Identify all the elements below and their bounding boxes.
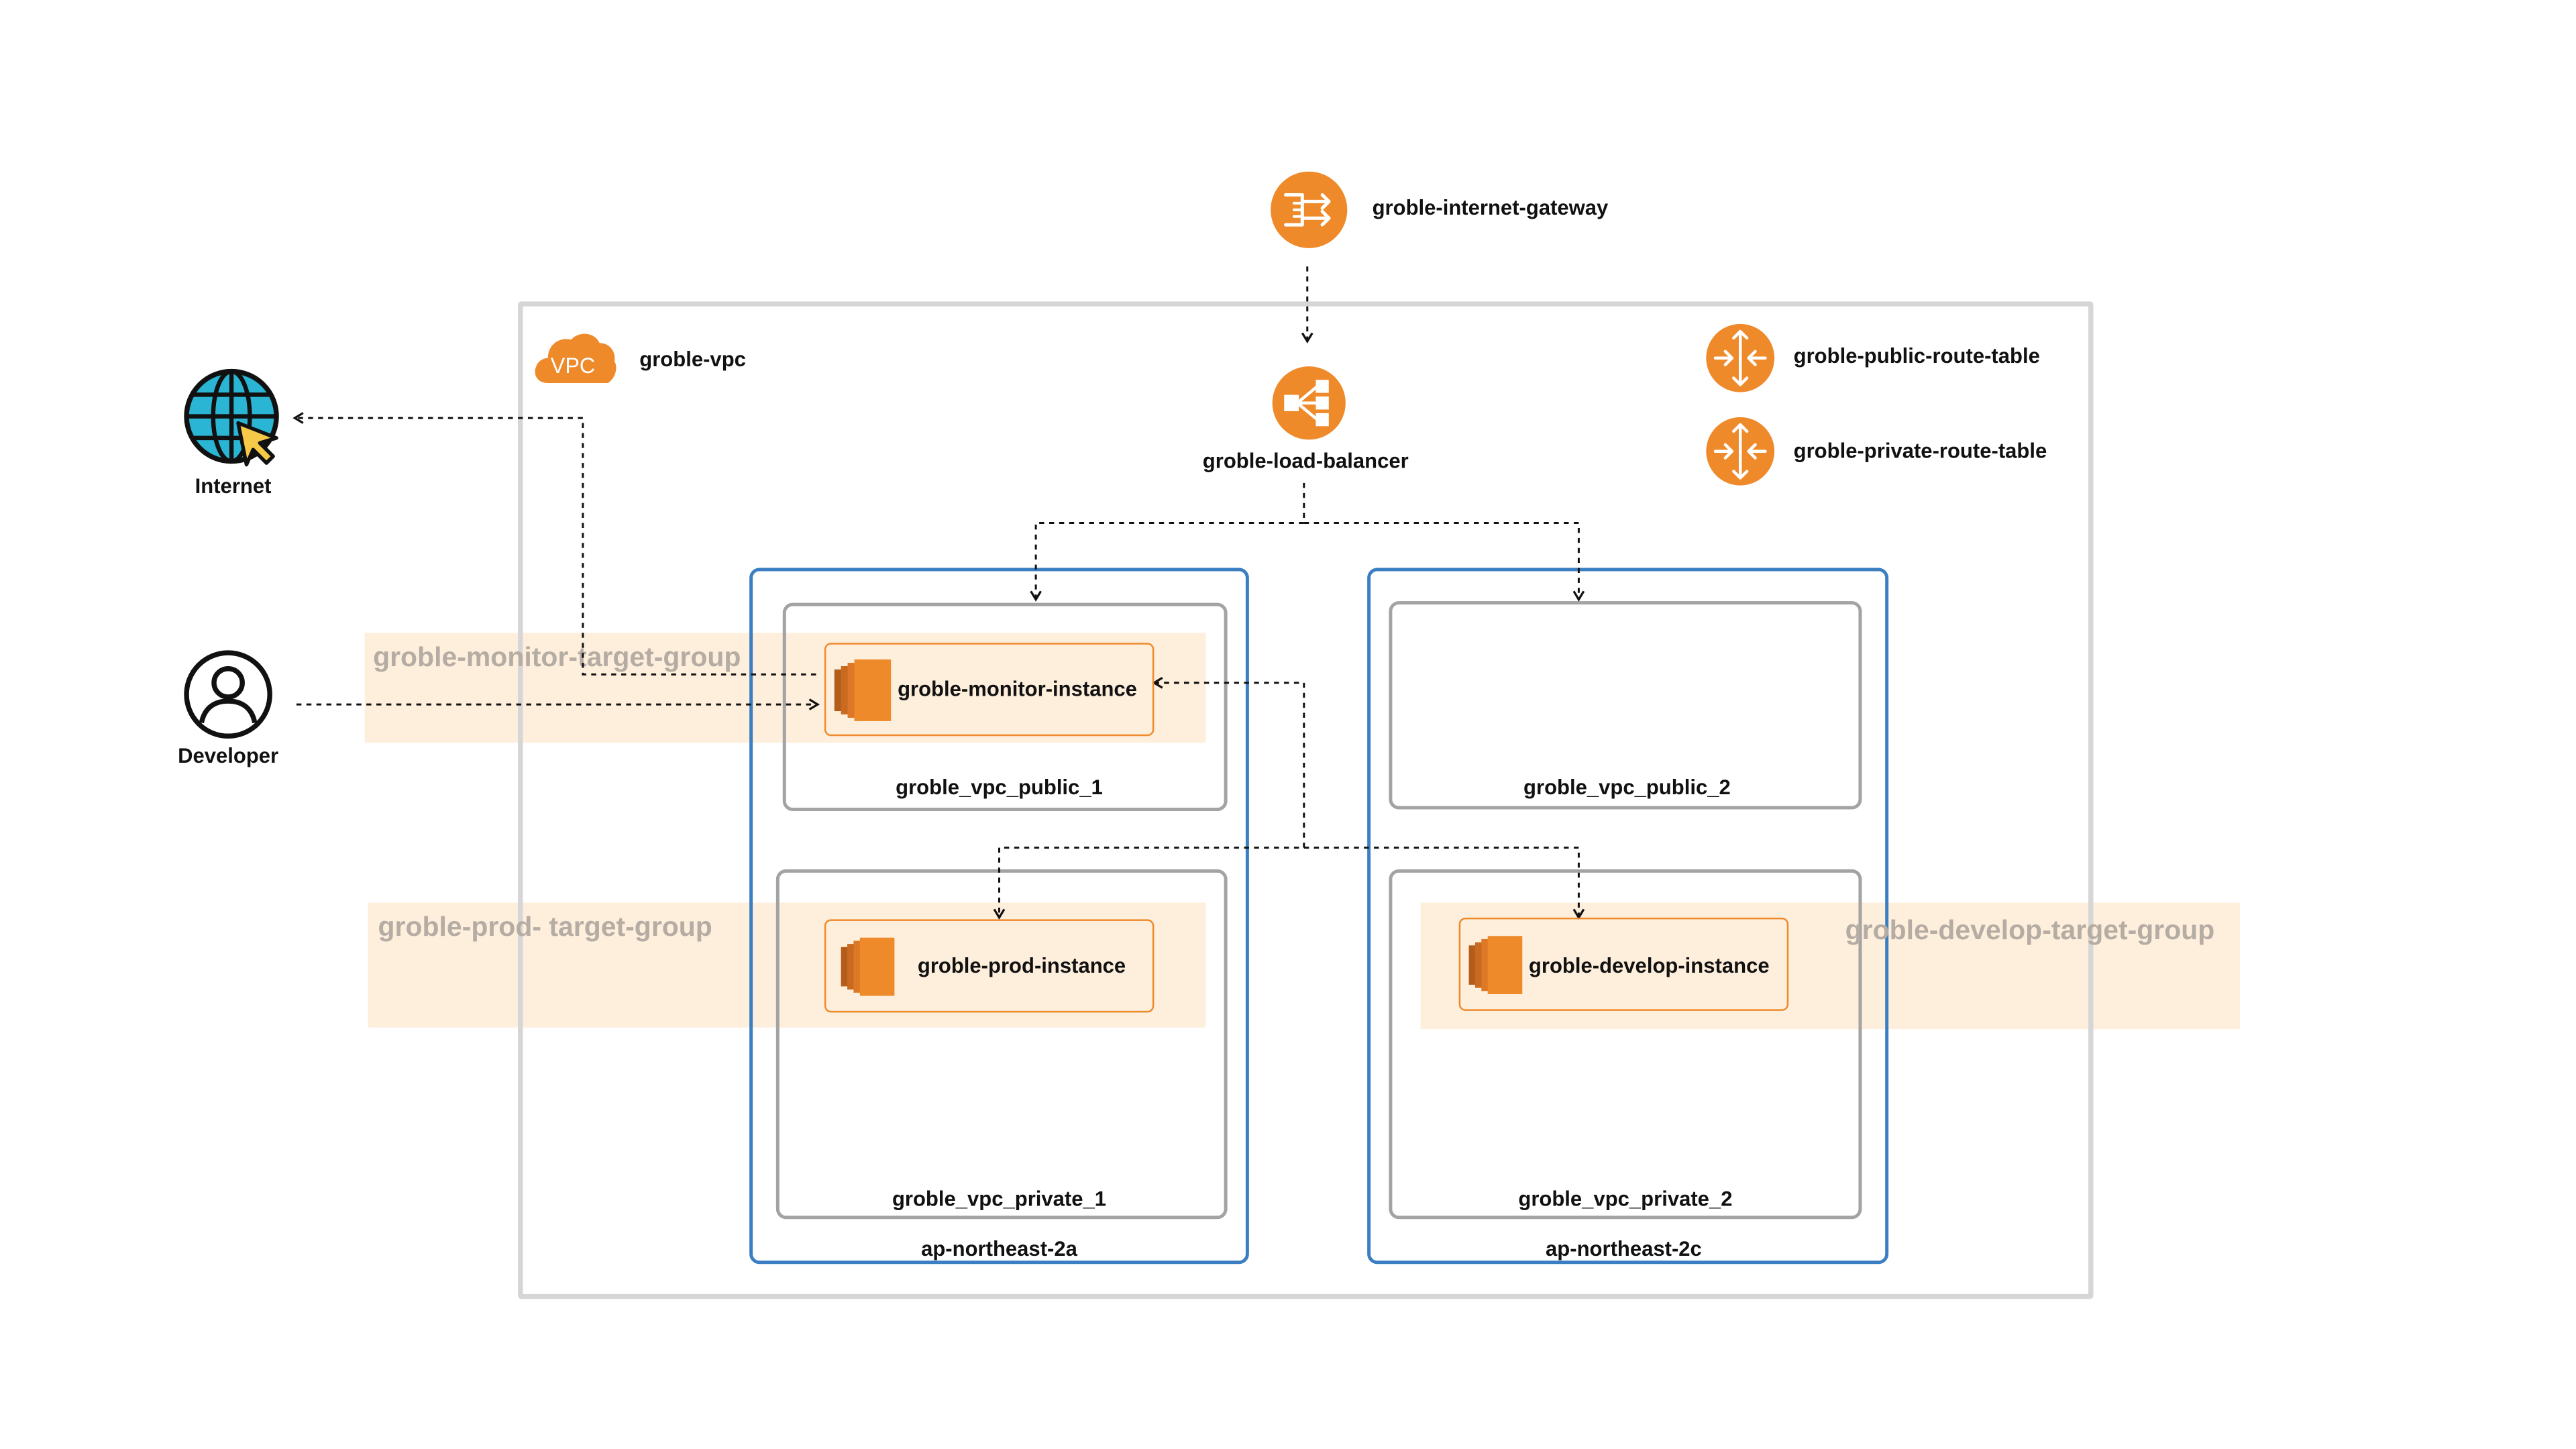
availability-zone-2c [1367,568,1889,1265]
subnet-private-1-label: groble_vpc_private_1 [892,1187,1107,1211]
subnet-public-1-label: groble_vpc_public_1 [896,775,1103,800]
internet-label: Internet [195,474,272,498]
subnet-private-1 [775,869,1228,1220]
vpc-label: groble-vpc [639,347,746,372]
internet-gateway-icon [1271,171,1348,248]
az-2c-label: ap-northeast-2c [1546,1237,1702,1261]
prod-instance-label: groble-prod-instance [917,954,1126,978]
public-route-table-label: groble-public-route-table [1793,344,2040,368]
subnet-public-2-label: groble_vpc_public_2 [1523,775,1731,800]
ec2-instance-icon [841,937,895,996]
vpc-boundary [518,301,2094,1299]
lb-to-public-2-connector [1303,522,1585,602]
monitor-target-group-label: groble-monitor-target-group [373,643,741,673]
prod-target-group-band [368,902,1206,1028]
load-balancer-icon [1272,366,1346,440]
develop-target-group-label: groble-develop-target-group [1845,916,2215,947]
monitor-to-develop-connector [1303,847,1585,920]
subnet-public-2 [1389,601,1862,810]
lb-to-public-1-connector [1030,482,1305,602]
vpc-icon-text: VPC [551,354,595,378]
developer-label: Developer [178,744,279,768]
subnet-private-2 [1389,869,1862,1220]
prod-target-group-label: groble-prod- target-group [378,912,712,943]
availability-zone-2a [749,568,1249,1265]
develop-target-group-band [1420,902,2240,1030]
develop-instance-label: groble-develop-instance [1528,954,1770,978]
prod-instance-card[interactable]: groble-prod-instance [824,919,1155,1013]
monitor-instance-label: groble-monitor-instance [898,678,1137,702]
private-route-table-icon [1706,417,1775,486]
globe-cursor-icon [184,368,279,467]
private-route-table-label: groble-private-route-table [1793,439,2047,464]
public-route-table-icon [1706,323,1775,392]
develop-instance-card[interactable]: groble-develop-instance [1458,917,1789,1011]
user-icon [184,650,272,739]
monitor-instance-card[interactable]: groble-monitor-instance [824,643,1155,737]
subnet-private-2-label: groble_vpc_private_2 [1518,1187,1733,1211]
ec2-instance-icon [1468,936,1523,994]
monitor-to-internet-connector [292,412,816,676]
internet-gateway-label: groble-internet-gateway [1372,196,1609,220]
load-balancer-label: groble-load-balancer [1202,449,1409,474]
ec2-instance-icon [834,659,892,721]
subnet-public-1 [782,602,1228,811]
vpc-cloud-icon: VPC [535,333,616,383]
az-2a-label: ap-northeast-2a [921,1237,1077,1261]
